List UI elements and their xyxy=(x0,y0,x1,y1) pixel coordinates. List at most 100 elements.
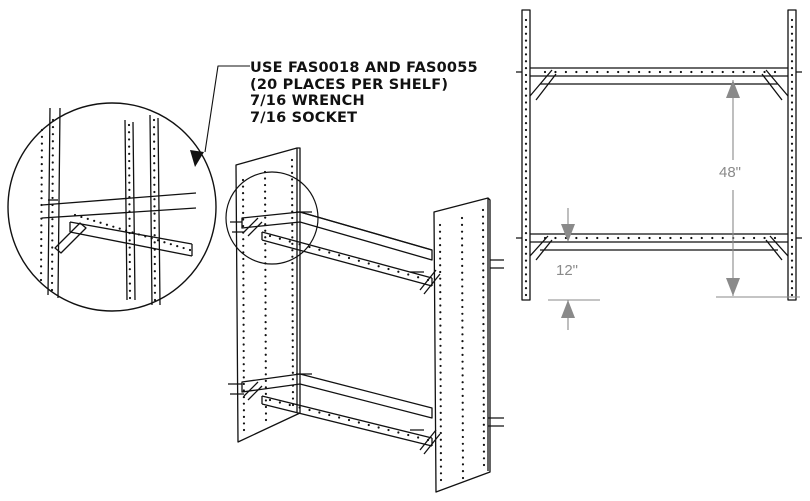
mounting-hole xyxy=(291,320,294,323)
mounting-hole xyxy=(263,170,267,174)
mounting-hole xyxy=(481,208,485,212)
mounting-hole xyxy=(460,237,464,240)
mounting-hole xyxy=(732,70,735,74)
mounting-hole xyxy=(524,128,528,132)
mounting-hole xyxy=(575,236,578,240)
mounting-hole xyxy=(128,232,131,235)
mounting-hole xyxy=(125,229,128,232)
mounting-hole xyxy=(790,149,794,152)
mounting-hole xyxy=(290,171,294,174)
mounting-hole xyxy=(40,258,43,261)
mounting-hole xyxy=(264,366,267,369)
mounting-hole xyxy=(128,145,131,148)
mounting-hole xyxy=(481,215,485,218)
mounting-hole xyxy=(128,217,131,220)
mounting-hole xyxy=(242,310,245,313)
mounting-hole xyxy=(524,170,528,173)
mounting-hole xyxy=(51,168,54,171)
mounting-hole xyxy=(439,264,442,267)
mounting-hole xyxy=(241,192,245,195)
mounting-hole xyxy=(242,356,245,359)
mounting-hole xyxy=(524,32,528,35)
mounting-hole xyxy=(438,237,442,240)
mounting-hole xyxy=(112,225,115,228)
mounting-hole xyxy=(242,264,245,267)
mounting-hole xyxy=(264,197,267,200)
mounting-hole xyxy=(263,183,267,187)
mounting-hole xyxy=(40,210,43,213)
mounting-hole xyxy=(438,230,442,233)
mounting-hole xyxy=(242,396,245,399)
mounting-hole xyxy=(790,87,794,90)
mounting-hole xyxy=(51,210,54,214)
mounting-hole xyxy=(264,360,267,363)
mounting-hole xyxy=(264,229,267,232)
mounting-hole xyxy=(461,415,464,418)
mounting-hole xyxy=(524,156,528,159)
mounting-hole xyxy=(790,67,794,70)
mounting-hole xyxy=(264,340,267,343)
mounting-hole xyxy=(790,53,794,56)
mounting-hole xyxy=(144,235,147,238)
mounting-hole xyxy=(648,236,651,240)
mounting-hole xyxy=(242,238,245,241)
mounting-hole xyxy=(291,339,294,342)
mounting-hole xyxy=(93,219,96,222)
mounting-hole xyxy=(524,101,528,104)
mounting-hole xyxy=(50,288,54,292)
mounting-hole xyxy=(524,80,528,83)
mounting-hole xyxy=(291,345,294,349)
mounting-hole xyxy=(377,426,380,429)
mounting-hole xyxy=(242,290,245,293)
mounting-hole xyxy=(461,387,464,391)
mounting-hole xyxy=(242,323,245,326)
mounting-hole xyxy=(387,428,390,432)
mounting-hole xyxy=(790,163,794,166)
mounting-hole xyxy=(482,450,486,453)
mounting-hole xyxy=(482,262,485,265)
mounting-hole xyxy=(637,70,641,74)
mounting-hole xyxy=(264,223,267,226)
mounting-hole xyxy=(524,115,528,118)
mounting-hole xyxy=(39,272,43,275)
mounting-hole xyxy=(51,125,55,129)
mounting-hole xyxy=(439,304,442,307)
mounting-hole xyxy=(242,297,245,300)
mounting-hole xyxy=(128,246,131,249)
dimension-48-label: 48" xyxy=(719,164,742,181)
mounting-hole xyxy=(524,287,528,290)
mounting-hole xyxy=(291,365,294,368)
mounting-hole xyxy=(153,154,156,158)
mounting-hole xyxy=(40,197,43,200)
mounting-hole xyxy=(439,478,443,482)
mounting-hole xyxy=(461,476,465,480)
mounting-hole xyxy=(291,403,295,407)
mounting-hole xyxy=(268,234,272,238)
mounting-hole xyxy=(288,403,291,407)
mounting-hole xyxy=(367,262,370,265)
mounting-hole xyxy=(128,268,131,271)
mounting-hole xyxy=(585,236,588,240)
mounting-hole xyxy=(524,218,528,221)
mounting-hole xyxy=(40,183,43,186)
mounting-hole xyxy=(51,182,54,185)
mounting-hole xyxy=(461,360,464,363)
mounting-hole xyxy=(790,25,794,28)
mounting-hole xyxy=(242,415,246,418)
mounting-hole xyxy=(439,297,442,300)
mounting-hole xyxy=(128,167,131,170)
mounting-hole xyxy=(790,80,794,83)
mounting-hole xyxy=(308,408,311,412)
callout-line-4: 7/16 SOCKET xyxy=(250,109,358,126)
mounting-hole xyxy=(131,231,134,234)
mounting-hole xyxy=(86,217,89,220)
mounting-hole xyxy=(328,413,331,417)
mounting-hole xyxy=(461,422,464,425)
mounting-hole xyxy=(482,249,485,252)
mounting-hole xyxy=(241,185,245,188)
mounting-hole xyxy=(264,412,268,415)
mounting-hole xyxy=(153,234,156,237)
mounting-hole xyxy=(439,317,442,321)
mounting-hole xyxy=(291,300,294,303)
